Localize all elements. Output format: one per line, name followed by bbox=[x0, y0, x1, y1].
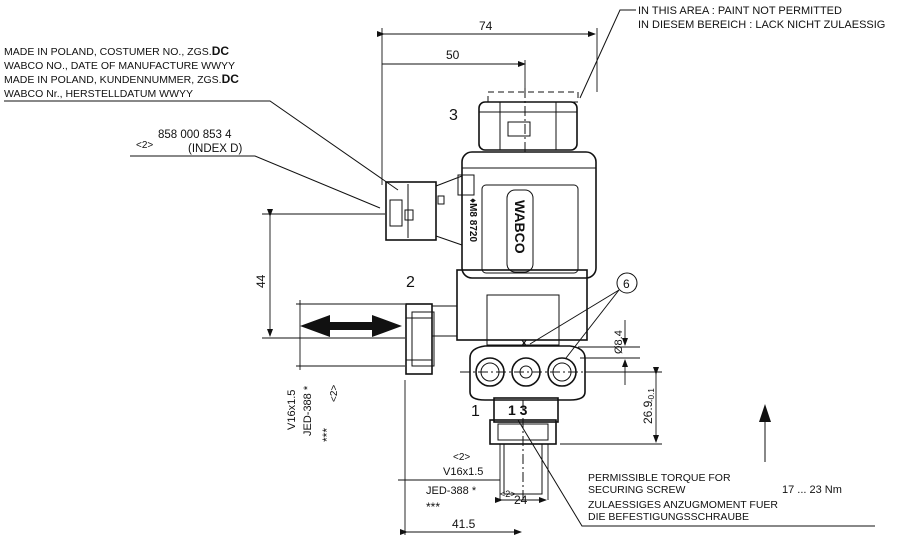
port-3-label: 3 bbox=[449, 107, 458, 124]
side-thread-spec: V16x1.5 bbox=[286, 390, 298, 430]
svg-text:MADE IN POLAND, COSTUMER NO.,: MADE IN POLAND, COSTUMER NO., ZGS.DC bbox=[4, 44, 229, 58]
dim-24-ref: <2> bbox=[500, 489, 516, 499]
dim-26-label: 26.9 bbox=[641, 400, 655, 424]
dim-50-label: 50 bbox=[446, 48, 460, 62]
marking-line3: MADE IN POLAND, KUNDENNUMMER, ZGS. bbox=[4, 74, 222, 86]
marking-leader bbox=[4, 100, 399, 191]
dim-dia: Ø8.4 bbox=[578, 320, 640, 385]
flow-arrow bbox=[300, 315, 402, 337]
torque-line3: ZULAESSIGES ANZUGMOMENT FUER bbox=[588, 499, 778, 511]
side-thread-ref: <2> bbox=[329, 385, 340, 402]
torque-leader bbox=[517, 419, 875, 527]
dim-26-tol: -0.1 bbox=[647, 388, 656, 402]
paint-leader bbox=[579, 9, 636, 99]
paint-note: IN THIS AREA : PAINT NOT PERMITTED IN DI… bbox=[579, 5, 885, 99]
part-number-note: <2> 858 000 853 4 (INDEX D) bbox=[130, 129, 381, 209]
body-brand: WABCO bbox=[512, 200, 528, 254]
dc-logo-2: DC bbox=[222, 72, 240, 86]
dim-50: 50 bbox=[382, 48, 526, 92]
port-2-label: 2 bbox=[406, 274, 415, 291]
torque-line1: PERMISSIBLE TORQUE FOR bbox=[588, 472, 731, 484]
solenoid-body: ♦M8 8720 WABCO bbox=[457, 151, 597, 279]
paint-note-line2: IN DIESEM BEREICH : LACK NICHT ZULAESSIG bbox=[638, 19, 885, 31]
part-number: 858 000 853 4 bbox=[158, 129, 232, 141]
part-ref: <2> bbox=[136, 140, 153, 151]
marking-line4: WABCO Nr., HERSTELLDATUM WWYY bbox=[4, 88, 193, 100]
dim-74-label: 74 bbox=[479, 19, 493, 33]
torque-line4: DIE BEFESTIGUNGSSCHRAUBE bbox=[588, 511, 749, 523]
side-thread: V16x1.5 JED-388 * <2> *** bbox=[286, 300, 405, 442]
dim-41: 41.5 bbox=[400, 380, 522, 535]
svg-text:x: x bbox=[521, 337, 528, 349]
bottom-thread: <2> V16x1.5 JED-388 * *** bbox=[398, 444, 549, 514]
dc-logo: DC bbox=[212, 44, 230, 58]
direction-arrow bbox=[759, 404, 771, 462]
dim-24: <2> 24 bbox=[495, 489, 547, 507]
dim-74: 74 bbox=[377, 19, 598, 185]
marking-line2: WABCO NO., DATE OF MANUFACTURE WWYY bbox=[4, 60, 235, 72]
dim-44: 44 bbox=[254, 209, 405, 339]
dim-44-label: 44 bbox=[254, 274, 268, 288]
valve-body: x 1 3 bbox=[405, 269, 600, 500]
bottom-thread-std: JED-388 * bbox=[426, 485, 477, 497]
side-thread-stars: *** bbox=[320, 428, 334, 442]
part-leader bbox=[130, 155, 381, 209]
bottom-thread-ref: <2> bbox=[453, 452, 470, 463]
body-code: ♦M8 8720 bbox=[467, 198, 478, 242]
paint-note-line1: IN THIS AREA : PAINT NOT PERMITTED bbox=[638, 5, 842, 17]
torque-value: 17 ... 23 Nm bbox=[782, 484, 842, 496]
torque-note: PERMISSIBLE TORQUE FOR SECURING SCREW 17… bbox=[517, 419, 875, 527]
marking-note: MADE IN POLAND, COSTUMER NO., ZGS.DC WAB… bbox=[4, 44, 399, 191]
connector-3: 3 bbox=[449, 88, 579, 155]
dim-dia-label: Ø8.4 bbox=[613, 330, 625, 354]
port-13-label: 1 3 bbox=[508, 402, 528, 418]
port-1-label: 1 bbox=[471, 403, 480, 420]
item-6-label: 6 bbox=[623, 277, 630, 291]
dim-26: 26.9 -0.1 bbox=[560, 367, 662, 445]
item-6-balloon: 6 bbox=[529, 272, 638, 359]
side-thread-std: JED-388 * bbox=[302, 385, 314, 436]
dim-41-label: 41.5 bbox=[452, 517, 476, 531]
part-index: (INDEX D) bbox=[188, 143, 242, 155]
dim-24-label: 24 bbox=[514, 493, 528, 507]
torque-line2: SECURING SCREW bbox=[588, 484, 686, 496]
bottom-thread-stars: *** bbox=[426, 500, 440, 514]
svg-text:MADE IN POLAND, KUNDENNUMMER,: MADE IN POLAND, KUNDENNUMMER, ZGS.DC bbox=[4, 72, 239, 86]
marking-line1: MADE IN POLAND, COSTUMER NO., ZGS. bbox=[4, 46, 212, 58]
side-connector bbox=[385, 175, 463, 246]
bottom-thread-spec: V16x1.5 bbox=[443, 466, 483, 478]
